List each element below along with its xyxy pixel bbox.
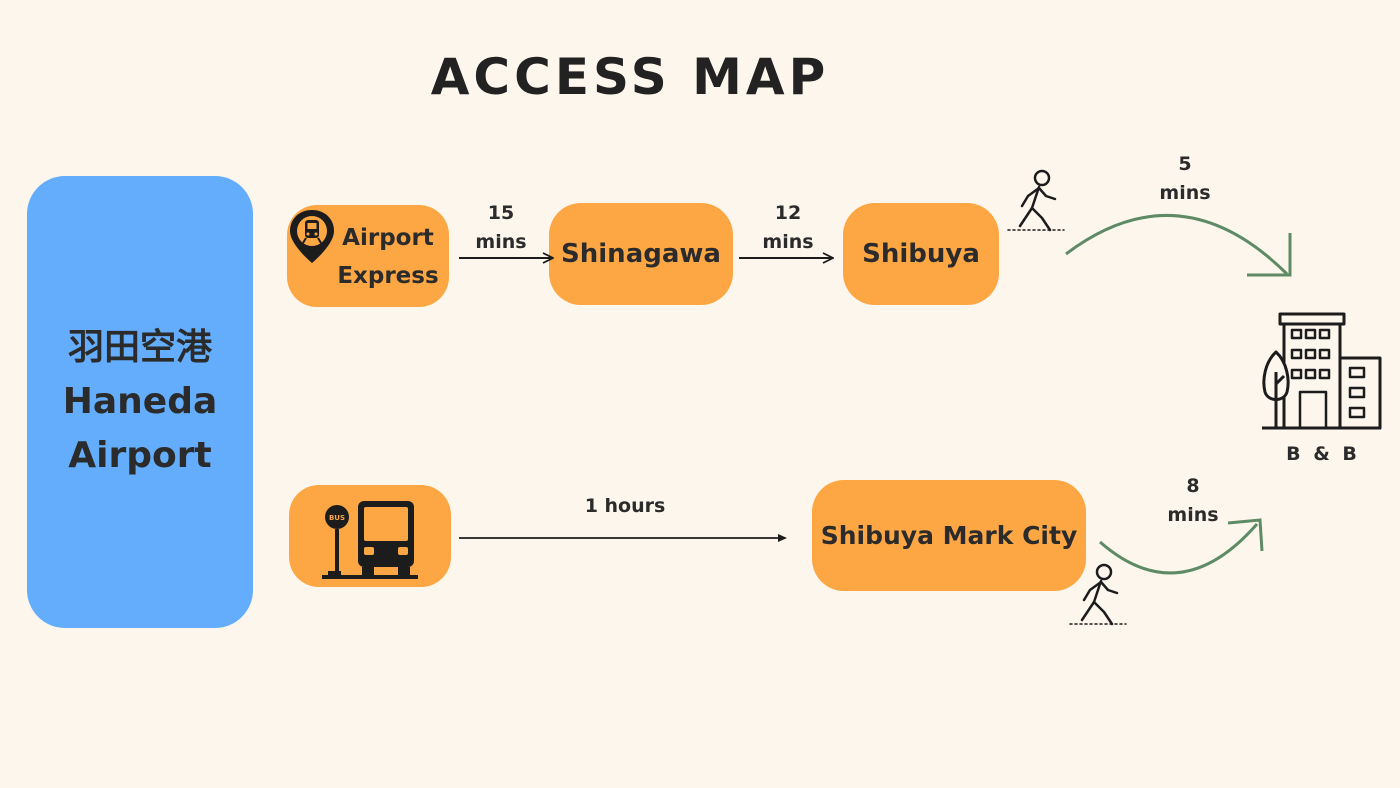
walk-bottom-unit: mins bbox=[1167, 504, 1219, 526]
station-shibuya: Shibuya bbox=[843, 203, 999, 305]
svg-text:BUS: BUS bbox=[329, 514, 345, 522]
airport-express-label-line2: Express bbox=[337, 263, 439, 289]
building-with-tree-icon bbox=[1262, 312, 1382, 430]
bus-start-box: BUS bbox=[289, 485, 451, 587]
train-leg2-unit: mins bbox=[762, 231, 814, 253]
train-leg1-duration: 15 mins bbox=[468, 199, 534, 257]
airport-express-box: Airport Express bbox=[287, 205, 449, 307]
train-leg1-unit: mins bbox=[475, 231, 527, 253]
train-leg2-minutes: 12 bbox=[774, 202, 802, 224]
station-shinagawa: Shinagawa bbox=[549, 203, 733, 305]
train-location-pin-icon bbox=[290, 210, 334, 263]
origin-haneda-airport: 羽田空港 Haneda Airport bbox=[27, 176, 253, 628]
walk-to-bnb-duration-top: 5 mins bbox=[1152, 150, 1218, 208]
walking-person-icon bbox=[1069, 563, 1127, 626]
origin-name-japanese: 羽田空港 bbox=[67, 327, 212, 368]
bus-leg-duration: 1 hours bbox=[584, 495, 666, 517]
walk-to-bnb-duration-bottom: 8 mins bbox=[1160, 472, 1226, 530]
bus-stop-icon: BUS bbox=[322, 501, 418, 579]
train-leg1-minutes: 15 bbox=[487, 202, 515, 224]
walking-person-icon bbox=[1007, 169, 1065, 232]
walk-top-unit: mins bbox=[1159, 182, 1211, 204]
walk-bottom-minutes: 8 bbox=[1186, 475, 1200, 497]
train-leg2-duration: 12 mins bbox=[755, 199, 821, 257]
walk-top-arrow bbox=[1065, 214, 1289, 276]
destination-label: B & B bbox=[1286, 443, 1360, 465]
station-shibuya-mark-city: Shibuya Mark City bbox=[812, 480, 1086, 591]
origin-name-line1: Haneda bbox=[62, 381, 218, 422]
airport-express-label-line1: Airport bbox=[342, 225, 434, 251]
walk-top-minutes: 5 bbox=[1178, 153, 1192, 175]
page-title: ACCESS MAP bbox=[430, 48, 830, 106]
walk-bottom-arrow bbox=[1099, 523, 1259, 575]
origin-name-line2: Airport bbox=[68, 435, 212, 476]
